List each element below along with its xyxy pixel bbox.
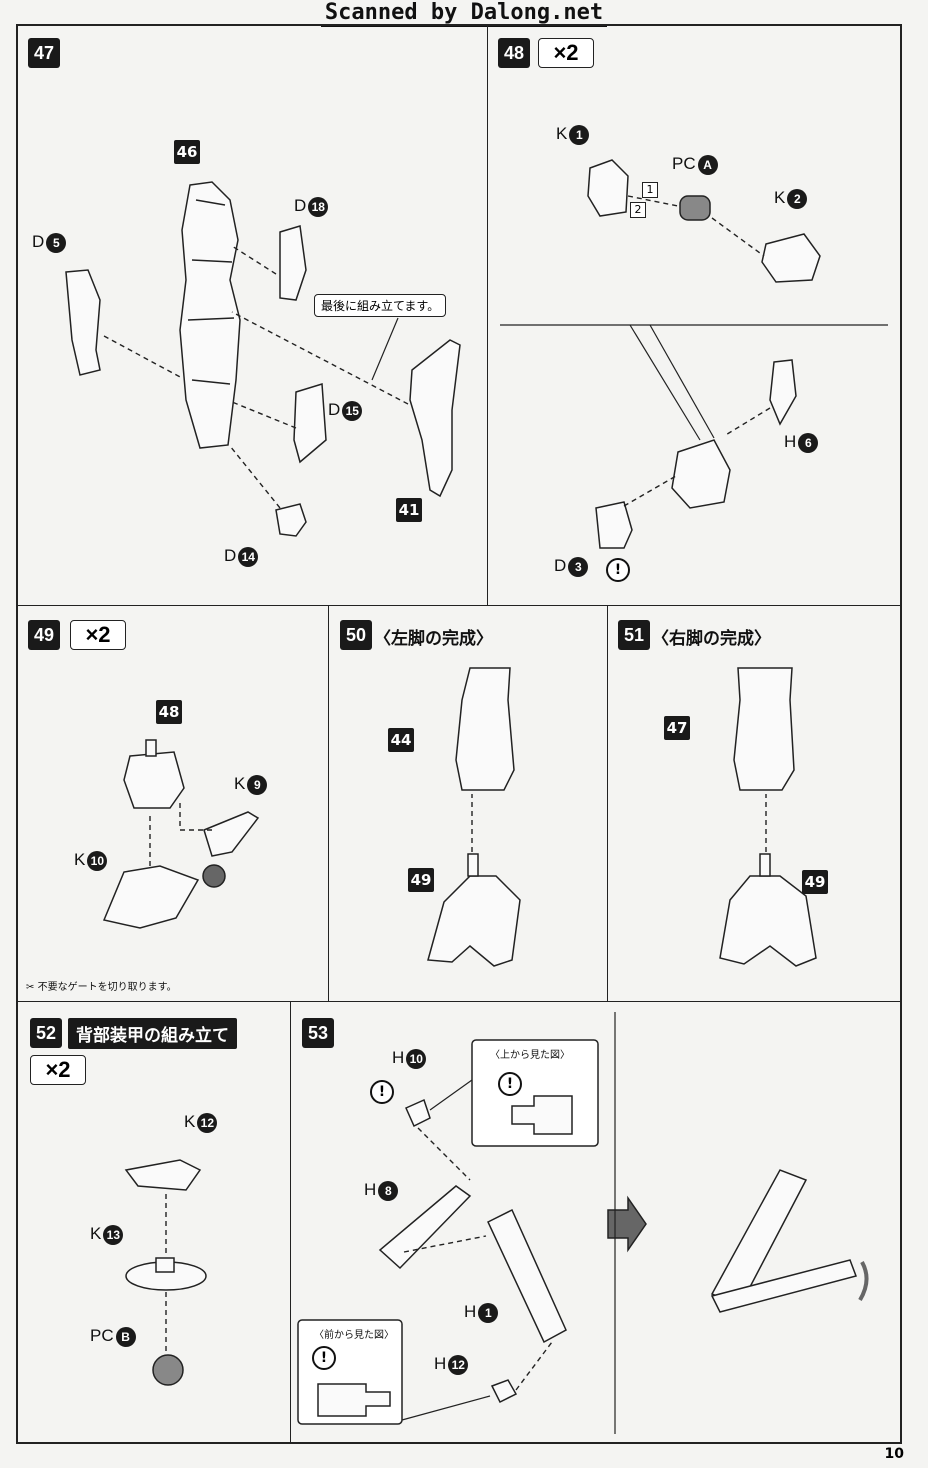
part-pcb-letter: PC [90,1326,114,1345]
part-d5-letter: D [32,232,45,251]
step-48-badge: 48 [498,38,530,68]
step-47-badge: 47 [28,38,60,68]
part-d18-number: 18 [308,196,329,217]
part-k2-number: 2 [787,188,808,209]
page-number: 10 [884,1446,904,1462]
part-k12-letter: K [184,1112,196,1131]
part-d15-number: 15 [342,400,363,421]
caution-icon-front-view: ! [312,1346,336,1370]
step-53-badge: 53 [302,1018,334,1048]
part-k9-number: 9 [247,774,268,795]
step-52-title: 背部装甲の組み立て [68,1018,237,1049]
part-h6-number: 6 [798,432,819,453]
gate-cut-text: 不要なゲートを切り取ります。 [37,982,177,993]
part-k13-number: 13 [103,1224,124,1245]
step-50-title: 〈左脚の完成〉 [374,629,493,649]
part-h12-number: 12 [448,1354,469,1375]
step-51-title: 〈右脚の完成〉 [652,629,771,649]
caution-icon-h10: ! [370,1080,394,1104]
scan-credit-header: Scanned by Dalong.net [0,0,928,27]
step-49-badge: 49 [28,620,60,650]
part-k12-number: 12 [197,1112,218,1133]
part-48-badge: 48 [156,700,182,724]
part-h12-letter: H [434,1354,447,1373]
assembly-order-1: 1 [642,182,658,198]
part-d14-number: 14 [238,546,259,567]
assembly-order-2: 2 [630,202,646,218]
scan-credit-text: Scanned by Dalong.net [320,0,608,27]
part-pca-number: A [697,154,718,175]
part-46-badge: 46 [174,140,200,164]
step-52-badge: 52 [30,1018,62,1048]
step-48-multiplier: ×2 [538,38,594,68]
part-47-badge: 47 [664,716,690,740]
part-d18-letter: D [294,196,307,215]
view-from-front-label: 〈前から見た図〉 [314,1330,394,1341]
view-from-top-label: 〈上から見た図〉 [490,1050,570,1061]
part-k10-letter: K [74,850,86,869]
part-44-badge: 44 [388,728,414,752]
part-h8-letter: H [364,1180,377,1199]
part-k13-letter: K [90,1224,102,1243]
part-k1-letter: K [556,124,568,143]
part-h10-number: 10 [406,1048,427,1069]
panel-step-53 [290,1001,902,1444]
caution-icon-top-view: ! [498,1072,522,1096]
nipper-icon: ✂ [26,982,35,993]
part-h10-letter: H [392,1048,405,1067]
part-k9-letter: K [234,774,246,793]
step-49-multiplier: ×2 [70,620,126,650]
part-h1-number: 1 [478,1302,499,1323]
part-k1-number: 1 [569,124,590,145]
part-k10-number: 10 [87,850,108,871]
part-pcb-number: B [115,1326,136,1347]
step-52-multiplier: ×2 [30,1055,86,1085]
gate-cut-footnote: ✂ 不要なゲートを切り取ります。 [26,978,177,993]
part-h8-number: 8 [378,1180,399,1201]
part-41-badge: 41 [396,498,422,522]
step-47-note: 最後に組み立てます。 [314,294,447,317]
part-h1-letter: H [464,1302,477,1321]
step-50-badge: 50 [340,620,372,650]
step-51-badge: 51 [618,620,650,650]
part-d5-number: 5 [46,232,67,253]
part-d15-letter: D [328,400,341,419]
part-49-badge-right: 49 [802,870,828,894]
caution-icon: ! [606,558,630,582]
part-d3-letter: D [554,556,567,575]
part-49-badge-left: 49 [408,868,434,892]
part-d14-letter: D [224,546,237,565]
part-h6-letter: H [784,432,797,451]
part-pca-letter: PC [672,154,696,173]
part-d3-number: 3 [568,556,589,577]
part-k2-letter: K [774,188,786,207]
